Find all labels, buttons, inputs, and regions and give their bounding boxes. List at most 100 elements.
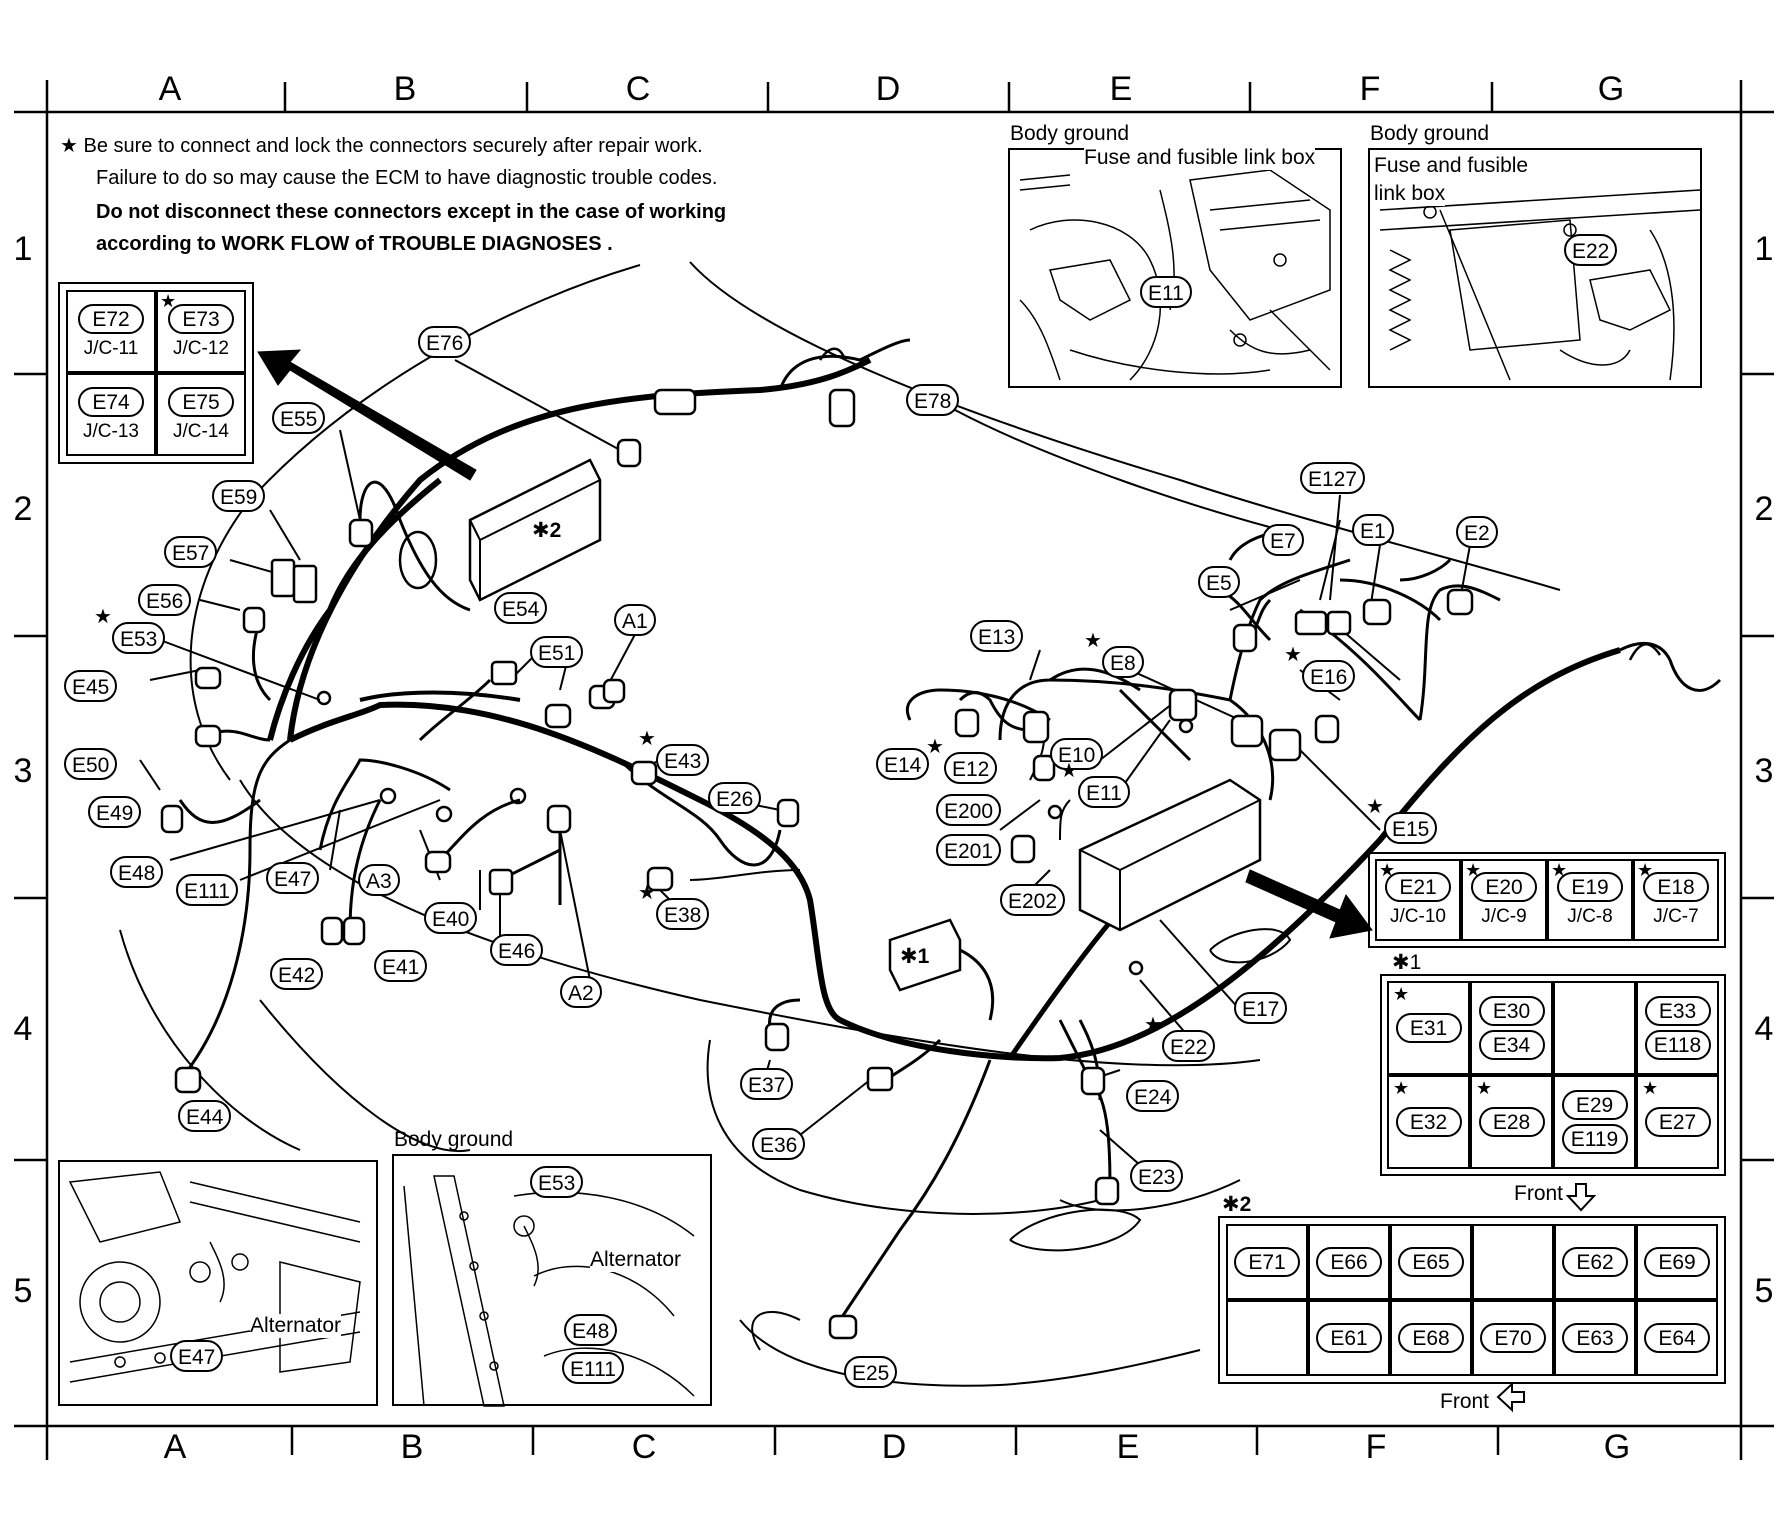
inset-e47: Alternator E47 [58,1160,378,1406]
block1-code: E32 [1395,1107,1462,1137]
connector-label-e45: E45 [64,670,118,702]
star-mark: ★ [1465,860,1482,880]
row-header-1: 1 [13,230,33,268]
block2-code: E70 [1480,1323,1546,1353]
column-footer-b: B [400,1428,424,1466]
star-mark: ★ [1476,1078,1493,1098]
connector-label-e43: E43 [656,744,710,776]
row-header-2: 2 [13,490,33,528]
jc-label: J/C-13 [83,420,139,442]
inset-e47-caption: Alternator [250,1314,342,1338]
connector-label-e16: E16 [1302,660,1356,692]
row-header-right-2: 2 [1754,490,1774,528]
connector-label-a3: A3 [358,864,400,896]
inset-e11-caption: Fuse and fusible link box [1084,146,1316,170]
row-header-right-4: 4 [1754,1010,1774,1048]
note-line-3: Do not disconnect these connectors excep… [96,201,727,223]
jc-label: J/C-7 [1653,906,1699,927]
inset-e11: Fuse and fusible link box E11 [1008,146,1342,388]
connector-label-e2: E2 [1456,516,1498,548]
block2-code: E64 [1644,1323,1710,1353]
connector-label-e5: E5 [1198,566,1240,598]
row-header-3: 3 [13,752,33,790]
connector-label-e37: E37 [740,1068,794,1100]
connector-label-e15: E15 [1384,812,1438,844]
block2-cell: E61 [1308,1300,1390,1376]
star-mark: ★ [1084,630,1102,652]
inset-e22-caption-2: link box [1374,182,1446,206]
jc-label: J/C-10 [1390,906,1446,927]
block2-cell: E64 [1636,1300,1718,1376]
connector-label-e47: E47 [266,862,320,894]
jc-code: E18 [1643,872,1709,902]
block2-code: E61 [1316,1323,1382,1353]
column-footer-e: E [1116,1428,1140,1466]
column-header-c: C [625,70,651,108]
inset-e22-title: Body ground [1370,122,1490,145]
block2-cell: E71 [1226,1224,1308,1300]
inset-e53: E53 Alternator E48 E111 [392,1154,712,1407]
row-header-5: 5 [13,1272,33,1310]
column-header-d: D [875,70,901,108]
note-line-1: ★ Be sure to connect and lock the connec… [60,135,703,157]
connector-label-e201: E201 [936,834,1002,866]
jc-label: J/C-11 [83,337,139,359]
jc-code: E72 [78,303,144,334]
star-mark: ★ [1642,1078,1659,1098]
connector-label-e24: E24 [1126,1080,1180,1112]
block2-cell: E70 [1472,1300,1554,1376]
row-header-right-1: 1 [1754,230,1774,268]
connector-label-e42: E42 [270,958,324,990]
jc-code: E20 [1471,872,1537,902]
connector-label-e48: E48 [110,856,164,888]
block1-cell: ★E28 [1470,1075,1553,1169]
inset-e47-connector-label: E47 [170,1340,224,1372]
connector-label-e59: E59 [212,480,266,512]
block2-grid: E71 E66 E65 E62 E69 E61 E68 E70 E63 E64 [1218,1216,1726,1384]
block2-code: E66 [1316,1247,1382,1277]
jc-code: E21 [1385,872,1451,902]
inset-e11-title: Body ground [1010,122,1130,145]
connector-label-e12: E12 [944,752,998,784]
connector-label-e57: E57 [164,536,218,568]
column-footer-d: D [881,1428,907,1466]
connector-label-e11: E11 [1078,776,1130,808]
block2-code: E68 [1398,1323,1464,1353]
star-mark: ★ [1284,644,1302,666]
connector-label-e13: E13 [970,620,1024,652]
row-header-right-5: 5 [1754,1272,1774,1310]
star-mark: ★ [94,606,112,628]
star-mark: ★ [638,728,656,750]
row-header-4: 4 [13,1010,33,1048]
inset-e53-connector-e48: E48 [564,1314,618,1346]
block2-cell-empty [1226,1300,1308,1376]
block2-cell-empty [1472,1224,1554,1300]
inset-e11-connector-label: E11 [1140,276,1192,308]
connector-label-e111: E111 [176,874,238,906]
block1-code: E33 [1644,996,1711,1026]
connector-label-e25: E25 [844,1356,898,1388]
inset-e53-caption: Alternator [590,1248,682,1272]
jc-label: J/C-14 [173,420,229,442]
inset-e22-photo [1379,189,1701,381]
block2-front-label: Front [1440,1390,1490,1413]
column-footer-f: F [1365,1428,1387,1466]
block2-cell: E62 [1554,1224,1636,1300]
inset-e11-photo [1019,169,1331,381]
block2-code: E71 [1234,1247,1300,1277]
block1-code: E118 [1644,1030,1711,1060]
star-mark: ★ [638,882,656,904]
jc-label: J/C-9 [1481,906,1527,927]
star-mark: ★ [1144,1014,1162,1036]
star-mark: ★ [1379,860,1396,880]
block1-code: E27 [1644,1107,1711,1137]
